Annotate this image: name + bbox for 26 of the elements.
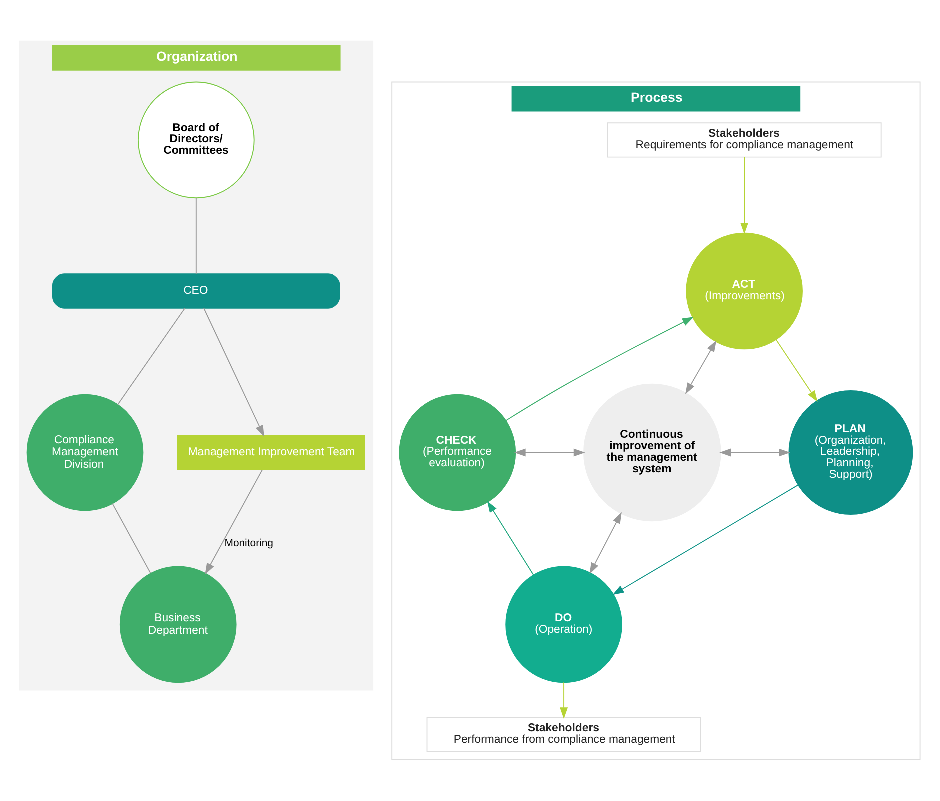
arrow — [506, 317, 694, 422]
arrow — [487, 501, 534, 576]
arrow — [740, 156, 749, 234]
node-circle: CHECK (Performance evaluation) — [399, 394, 516, 512]
node-circle: Compliance Management Division — [26, 394, 144, 512]
connector — [117, 308, 186, 406]
node-circle: Board of Directors/ Committees — [138, 82, 255, 199]
node-circle: Business Department — [120, 566, 237, 684]
connector — [112, 503, 152, 574]
node-box: Management Improvement Team — [177, 435, 366, 470]
node-box: Stakeholders Requirements for compliance management — [607, 122, 882, 158]
arrow — [590, 512, 622, 574]
node-circle: DO (Operation) — [506, 566, 622, 684]
node-box: CEO — [52, 274, 340, 309]
edge-label: Monitoring — [224, 538, 274, 550]
arrow — [612, 484, 799, 596]
arrow — [514, 448, 586, 457]
arrow — [685, 340, 717, 394]
node-circle: ACT (Improvements) — [686, 232, 803, 350]
arrow — [776, 340, 818, 402]
arrow — [205, 470, 263, 575]
arrow — [720, 448, 790, 457]
arrow — [560, 682, 568, 720]
node-box: Stakeholders Performance from compliance management — [426, 717, 702, 752]
connector — [196, 198, 197, 274]
arrow — [204, 308, 264, 437]
